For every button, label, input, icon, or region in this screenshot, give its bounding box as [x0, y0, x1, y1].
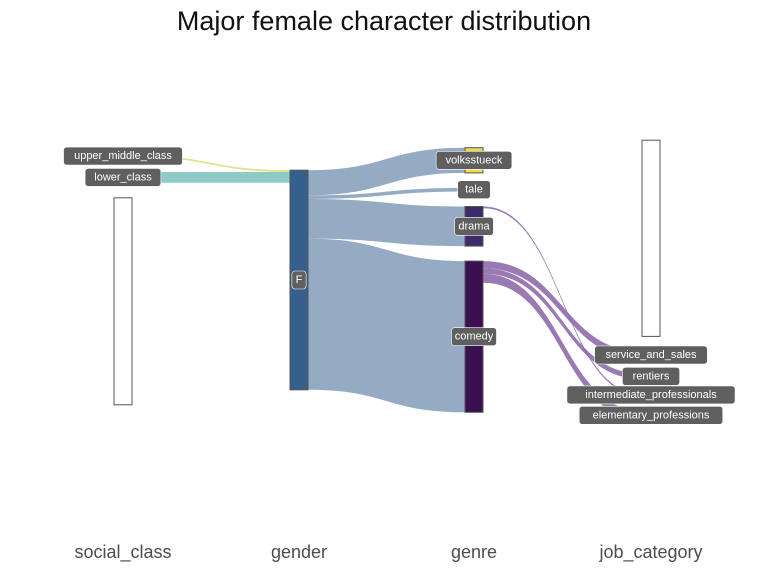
node-job_category_na [641, 139, 661, 337]
link-comedy-rentiers [483, 268, 642, 379]
node-label-text-F: F [296, 274, 303, 286]
links-layer [132, 147, 642, 420]
node-label-comedy: comedy [451, 327, 497, 347]
chart-title: Major female character distribution [176, 6, 592, 36]
axes-layer: social_class gender genre job_category [74, 542, 702, 563]
node-label-text-comedy: comedy [455, 331, 494, 343]
node-label-bg-upper_middle_class [63, 146, 183, 166]
link-upper_middle_class-F [132, 155, 290, 172]
link-comedy-service_and_sales [483, 261, 642, 359]
link-drama-intermediate_professionals [483, 206, 642, 396]
node-label-volksstueck: volksstueck [435, 151, 513, 170]
link-lower_class-F [132, 172, 290, 183]
node-label-bg-lower_class [84, 168, 162, 187]
node-label-bg-elementary_professions [578, 405, 724, 425]
node-label-bg-volksstueck [435, 151, 513, 170]
node-label-bg-comedy [451, 327, 497, 347]
node-label-text-intermediate_professionals: intermediate_professionals [585, 389, 717, 401]
link-F-comedy [308, 238, 465, 413]
link-F-volksstueck [308, 147, 465, 196]
node-label-drama: drama [454, 217, 494, 236]
node-label-text-service_and_sales: service_and_sales [605, 349, 697, 361]
node-label-rentiers: rentiers [622, 366, 680, 386]
labels-layer: upper_middle_class lower_classFvolksstuec… [63, 146, 736, 425]
node-label-bg-rentiers [622, 366, 680, 386]
link-comedy-elementary_professions [483, 273, 642, 420]
node-label-bg-service_and_sales [594, 345, 708, 365]
node-label-lower_class: lower_class [84, 168, 162, 187]
link-F-tale [308, 187, 465, 199]
node-label-service_and_sales: service_and_sales [594, 345, 708, 365]
node-label-bg-drama [454, 217, 494, 236]
nodes-layer [113, 139, 661, 421]
node-social_class_na [113, 197, 133, 406]
node-label-bg-tale [457, 180, 491, 199]
node-label-tale: tale [457, 180, 491, 199]
node-label-text-lower_class: lower_class [94, 171, 152, 183]
axis-label-genre: genre [451, 542, 497, 562]
node-label-F: F [291, 270, 307, 290]
node-label-text-tale: tale [465, 184, 483, 196]
node-label-text-volksstueck: volksstueck [446, 154, 503, 166]
node-label-text-drama: drama [458, 220, 490, 232]
node-label-bg-intermediate_professionals [566, 385, 736, 405]
axis-label-social_class: social_class [74, 542, 171, 563]
node-label-intermediate_professionals: intermediate_professionals [566, 385, 736, 405]
axis-label-job_category: job_category [598, 542, 702, 563]
node-label-text-upper_middle_class: upper_middle_class [74, 150, 172, 162]
node-label-upper_middle_class: upper_middle_class [63, 146, 183, 166]
node-label-bg-F [291, 270, 307, 290]
link-F-drama [308, 199, 465, 247]
node-label-text-elementary_professions: elementary_professions [593, 409, 710, 421]
node-label-text-rentiers: rentiers [633, 370, 670, 382]
node-label-elementary_professions: elementary_professions [578, 405, 724, 425]
axis-label-gender: gender [271, 542, 327, 562]
